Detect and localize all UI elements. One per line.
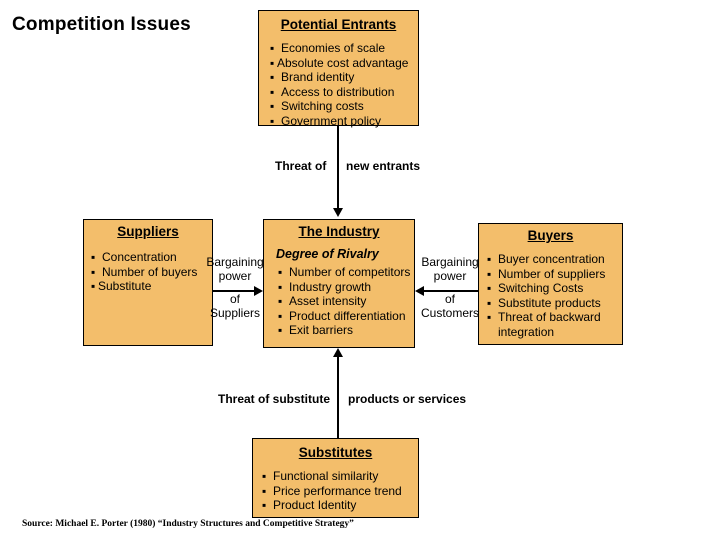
box-buyers[interactable]: Buyers ▪Buyer concentration ▪Number of s… bbox=[478, 223, 623, 345]
connector-substitutes-to-industry-line bbox=[337, 357, 339, 438]
list-item: ▪Absolute cost advantage bbox=[270, 55, 409, 70]
list-item: ▪Brand identity bbox=[270, 70, 355, 85]
box-buyers-list: ▪Buyer concentration ▪Number of supplier… bbox=[479, 252, 622, 340]
box-potential-entrants-list: ▪Economies of scale ▪Absolute cost advan… bbox=[259, 41, 418, 129]
connector-substitutes-to-industry-arrowhead bbox=[333, 348, 343, 357]
box-suppliers[interactable]: Suppliers ▪Concentration ▪Number of buye… bbox=[83, 219, 213, 346]
box-industry-list: ▪Number of competitors ▪Industry growth … bbox=[264, 265, 414, 338]
label-bargaining-suppliers-2: power bbox=[218, 269, 252, 283]
box-suppliers-list: ▪Concentration ▪Number of buyers ▪Substi… bbox=[84, 250, 212, 294]
list-item: ▪Product differentiation bbox=[278, 308, 406, 323]
label-of-customers-1: of bbox=[444, 292, 455, 306]
box-potential-entrants[interactable]: Potential Entrants ▪Economies of scale ▪… bbox=[258, 10, 419, 129]
box-potential-entrants-title: Potential Entrants bbox=[280, 17, 397, 32]
connector-entrants-to-industry-arrowhead bbox=[333, 208, 343, 217]
list-item: ▪Asset intensity bbox=[278, 294, 367, 309]
label-of-customers-2: Customers bbox=[421, 306, 480, 320]
box-industry-title: The Industry bbox=[298, 224, 380, 239]
label-of-suppliers-1: of bbox=[229, 292, 240, 306]
list-item: ▪Functional similarity bbox=[262, 469, 379, 483]
list-item: ▪Switching Costs bbox=[487, 281, 584, 296]
connector-suppliers-to-industry-arrowhead bbox=[254, 286, 263, 296]
list-item: ▪Substitute products bbox=[487, 295, 601, 310]
list-item: ▪Government policy bbox=[270, 113, 382, 128]
list-item: integration bbox=[498, 324, 555, 339]
box-substitutes-title: Substitutes bbox=[298, 445, 373, 460]
label-of-suppliers-2: Suppliers bbox=[209, 306, 261, 320]
list-item: ▪Product Identity bbox=[262, 498, 357, 513]
list-item: ▪Exit barriers bbox=[278, 323, 354, 338]
label-bargaining-suppliers-1: Bargaining bbox=[206, 255, 264, 269]
list-item: ▪Industry growth bbox=[278, 279, 372, 294]
list-item: ▪Buyer concentration bbox=[487, 252, 605, 266]
list-item: ▪Access to distribution bbox=[270, 84, 395, 99]
source-note: Source: Michael E. Porter (1980) “Indust… bbox=[22, 519, 354, 529]
list-item: ▪Number of buyers bbox=[91, 264, 198, 279]
page-title: Competition Issues bbox=[12, 14, 191, 35]
label-bargaining-customers-1: Bargaining bbox=[421, 255, 479, 269]
label-products-or-services: products or services bbox=[348, 392, 467, 406]
list-item: ▪Economies of scale bbox=[270, 41, 386, 55]
box-industry[interactable]: The Industry Degree of Rivalry ▪Number o… bbox=[263, 219, 415, 348]
connector-buyers-to-industry-line bbox=[424, 290, 478, 292]
box-buyers-title: Buyers bbox=[527, 228, 574, 243]
list-item: ▪Switching costs bbox=[270, 99, 364, 114]
box-substitutes[interactable]: Substitutes ▪Functional similarity ▪Pric… bbox=[252, 438, 419, 518]
list-item: ▪Price performance trend bbox=[262, 483, 402, 498]
connector-buyers-to-industry-arrowhead bbox=[415, 286, 424, 296]
label-new-entrants: new entrants bbox=[346, 159, 421, 173]
label-threat-of-substitute: Threat of substitute bbox=[218, 392, 331, 406]
list-item: ▪Number of competitors bbox=[278, 265, 411, 279]
label-threat-of: Threat of bbox=[275, 159, 327, 173]
list-item: ▪Number of suppliers bbox=[487, 266, 606, 281]
list-item: ▪Threat of backward bbox=[487, 310, 601, 325]
box-substitutes-list: ▪Functional similarity ▪Price performanc… bbox=[253, 469, 418, 513]
label-bargaining-customers-2: power bbox=[433, 269, 467, 283]
connector-entrants-to-industry-line bbox=[337, 126, 339, 209]
connector-suppliers-to-industry-line bbox=[213, 290, 257, 292]
box-industry-subtitle: Degree of Rivalry bbox=[276, 247, 379, 261]
box-suppliers-title: Suppliers bbox=[117, 224, 179, 239]
list-item: ▪Substitute bbox=[91, 279, 152, 294]
list-item: ▪Concentration bbox=[91, 250, 177, 264]
